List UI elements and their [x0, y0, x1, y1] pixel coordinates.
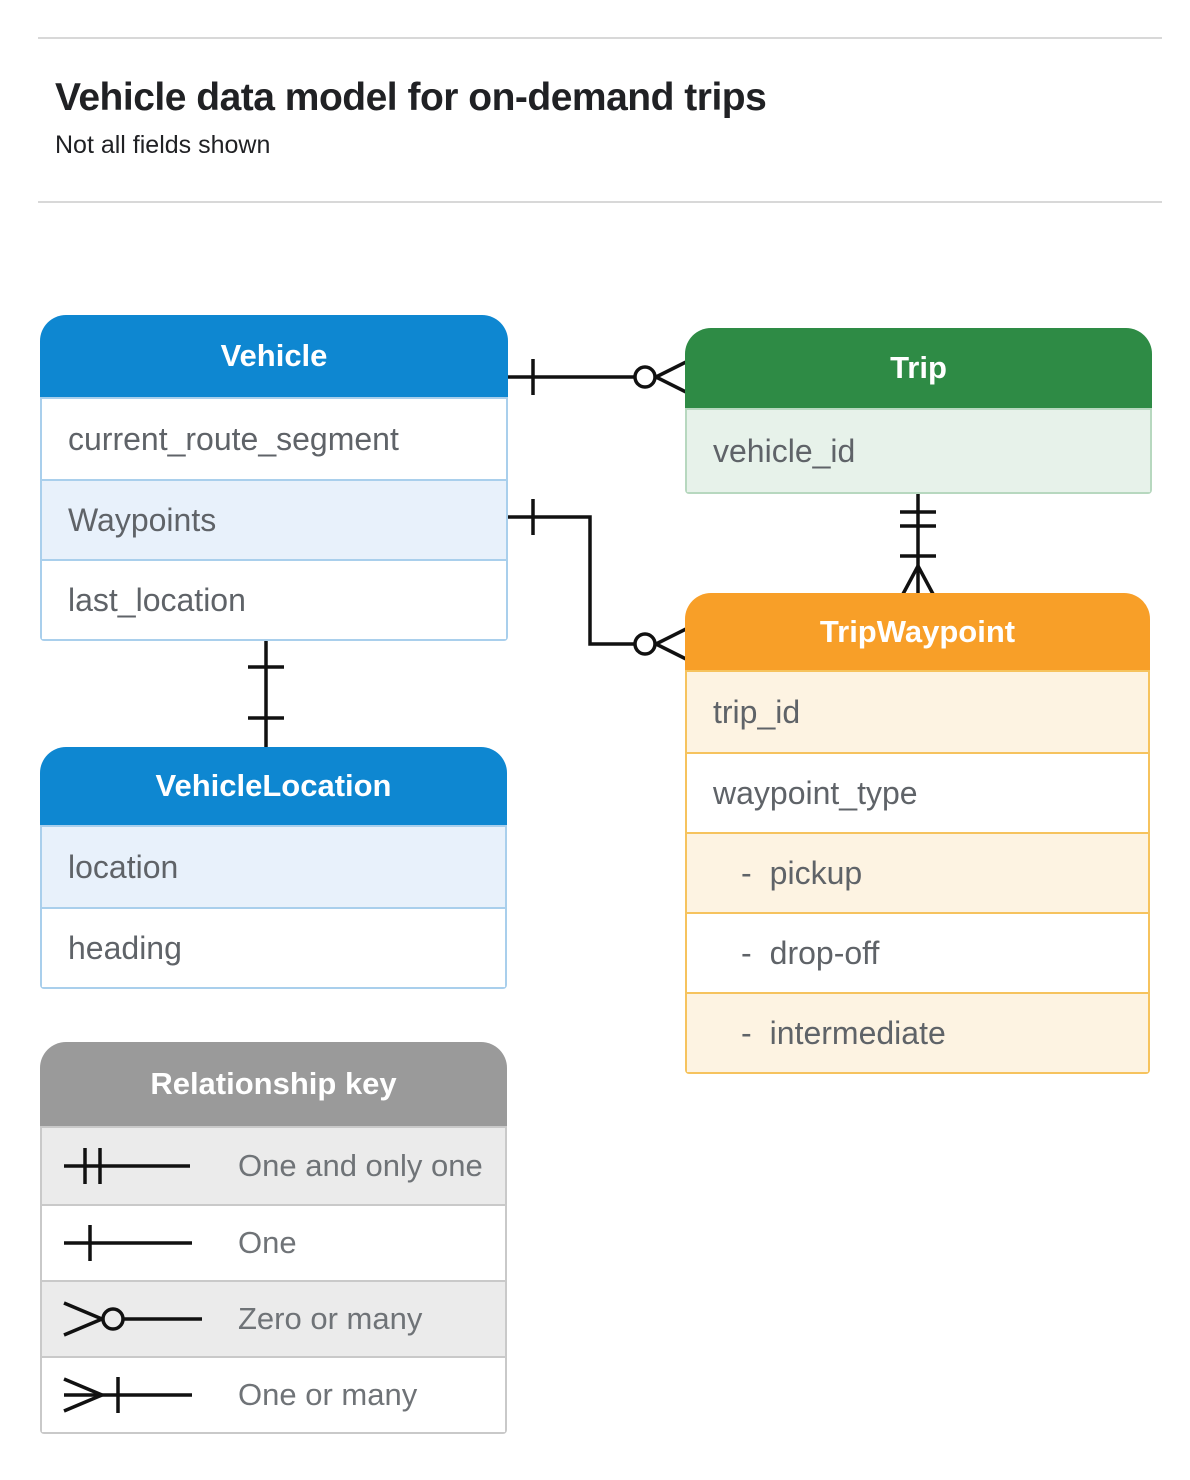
field-trip-id: trip_id — [687, 672, 1148, 752]
entity-trip-fields: vehicle_id — [685, 408, 1152, 494]
zero-or-many-icon — [63, 1301, 202, 1337]
legend-row-one-and-only-one: One and only one — [42, 1128, 505, 1204]
connector-trip-tripwaypoint — [900, 490, 936, 595]
connector-vehicle-trip — [508, 359, 687, 395]
connector-waypoints-tripwaypoint — [508, 499, 687, 661]
entity-vehicle-title: Vehicle — [40, 315, 508, 397]
field-waypoint-type-drop-off: -drop-off — [687, 912, 1148, 992]
legend-row-one-or-many: One or many — [42, 1356, 505, 1432]
field-waypoint-type-pickup: -pickup — [687, 832, 1148, 912]
field-waypoint-type: waypoint_type — [687, 752, 1148, 832]
top-divider — [38, 37, 1162, 39]
entity-tripwaypoint-fields: trip_id waypoint_type -pickup -drop-off … — [685, 670, 1150, 1074]
legend-row-one: One — [42, 1204, 505, 1280]
dash: - — [741, 934, 752, 971]
entity-tripwaypoint: TripWaypoint trip_id waypoint_type -pick… — [685, 593, 1150, 1074]
header-divider — [38, 201, 1162, 203]
entity-vehicle: Vehicle current_route_segment Waypoints … — [40, 315, 508, 641]
page-title: Vehicle data model for on-demand trips — [55, 76, 767, 119]
page-subtitle: Not all fields shown — [55, 131, 271, 159]
entity-vehiclelocation: VehicleLocation location heading — [40, 747, 507, 989]
relationship-key: Relationship key One and only one — [40, 1042, 507, 1434]
legend-label: One — [238, 1225, 297, 1260]
relationship-key-rows: One and only one One — [40, 1126, 507, 1434]
legend-label: One and only one — [238, 1148, 483, 1183]
legend-row-zero-or-many: Zero or many — [42, 1280, 505, 1356]
connector-vehicle-vehiclelocation — [248, 638, 284, 747]
entity-vehicle-fields: current_route_segment Waypoints last_loc… — [40, 397, 508, 641]
dash: - — [741, 1014, 752, 1051]
field-last-location: last_location — [42, 559, 506, 639]
field-waypoint-type-intermediate: -intermediate — [687, 992, 1148, 1072]
entity-vehiclelocation-title: VehicleLocation — [40, 747, 507, 825]
legend-label: One or many — [238, 1377, 418, 1412]
one-and-only-one-icon — [64, 1148, 190, 1184]
relationship-key-title: Relationship key — [40, 1042, 507, 1126]
entity-tripwaypoint-title: TripWaypoint — [685, 593, 1150, 670]
field-current-route-segment: current_route_segment — [42, 399, 506, 479]
field-heading: heading — [42, 907, 505, 987]
entity-trip: Trip vehicle_id — [685, 328, 1152, 494]
one-icon — [64, 1225, 192, 1261]
field-location: location — [42, 827, 505, 907]
one-or-many-icon — [63, 1377, 192, 1413]
entity-trip-title: Trip — [685, 328, 1152, 408]
entity-vehiclelocation-fields: location heading — [40, 825, 507, 989]
legend-label: Zero or many — [238, 1301, 423, 1336]
field-waypoints: Waypoints — [42, 479, 506, 559]
dash: - — [741, 854, 752, 891]
field-vehicle-id: vehicle_id — [687, 410, 1150, 492]
